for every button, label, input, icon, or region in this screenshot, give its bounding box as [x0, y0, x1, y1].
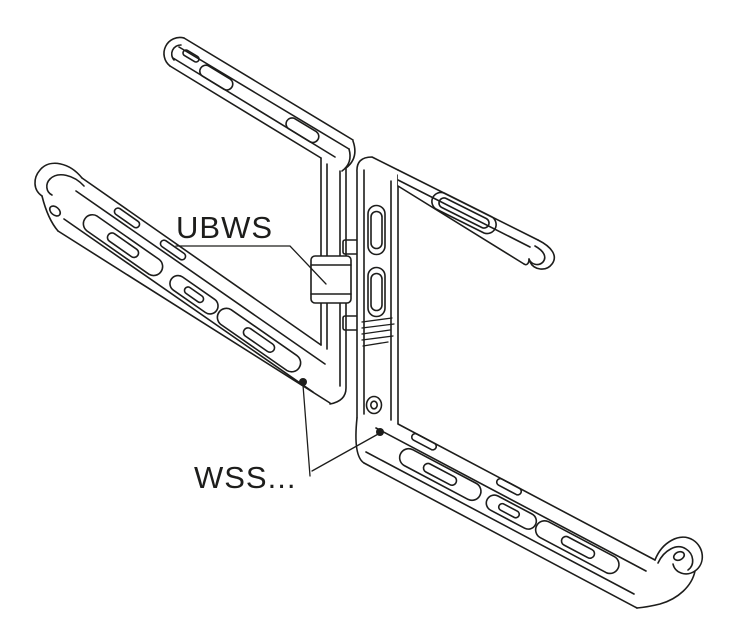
ubws-clamp	[310, 255, 352, 304]
end-face-edge	[41, 195, 59, 232]
bend-fold	[341, 148, 351, 172]
rolled-hook-end	[34, 162, 83, 197]
wss-leader-line	[311, 432, 381, 472]
web-slot	[216, 307, 302, 373]
stem-fill	[356, 157, 398, 424]
web-slot	[534, 520, 620, 575]
arm-bottom-edge	[57, 230, 331, 404]
bracket-right-stem	[356, 156, 399, 425]
web-slot-inner	[560, 535, 596, 559]
flange-slot	[113, 207, 141, 229]
marking-stroke	[361, 317, 393, 323]
bracket-right-long-arm	[355, 417, 704, 609]
web-slot-inner	[497, 502, 521, 519]
stem-hole	[365, 395, 383, 415]
web-slot-inner	[422, 462, 458, 486]
callout-wss: WSS...	[194, 378, 384, 495]
marking-stroke	[362, 341, 389, 347]
rolled-hook-inner	[657, 546, 694, 571]
hook-hole	[672, 550, 686, 562]
wss-leader-dot	[376, 428, 384, 436]
marking-stroke	[361, 335, 394, 341]
ubws-leader-line	[175, 245, 327, 285]
flange-slot	[495, 477, 523, 496]
arm-top-edge	[81, 177, 322, 346]
bracket-right-top-arm	[397, 169, 556, 270]
stem-slot-inner	[370, 272, 383, 312]
marking-stroke	[361, 323, 395, 329]
stem-hole-inner	[369, 400, 378, 410]
arm-fold-line	[63, 218, 314, 393]
wss-bracket-left	[34, 36, 356, 405]
web-slot	[199, 64, 234, 91]
arm-fold-line	[178, 46, 350, 150]
callout-ubws: UBWS	[175, 210, 327, 285]
stem-slot-inner	[370, 210, 383, 250]
stem-slot	[367, 204, 386, 256]
end-face-hole	[48, 205, 62, 217]
web-slot	[431, 191, 497, 235]
arm-bottom-edge	[397, 185, 525, 265]
arm-fold-line	[397, 179, 531, 248]
stem-left-edge	[356, 156, 399, 419]
arm-top-edge	[183, 37, 354, 141]
bracket-left-long-arm	[34, 162, 346, 404]
root-bend-edge	[355, 417, 365, 464]
rolled-hook-inner	[46, 174, 85, 196]
arm-bottom-edge	[169, 65, 322, 159]
ubws-label: UBWS	[176, 210, 273, 245]
web-slot	[82, 213, 164, 277]
arm-fold-line	[365, 451, 635, 595]
web-slot-inner	[183, 286, 205, 304]
bracket-left-top-arm	[163, 36, 354, 170]
stem-slot	[367, 266, 386, 318]
stamped-marking	[361, 317, 395, 347]
web-slot	[485, 494, 538, 530]
wss-bracket-right	[355, 156, 704, 609]
flange-slot	[410, 432, 438, 451]
web-slot-inner	[242, 327, 276, 354]
arm-fill	[163, 37, 353, 170]
arm-top-edge	[397, 423, 656, 561]
arm-fold-line	[375, 427, 647, 572]
wss-label: WSS...	[194, 460, 296, 495]
marking-stroke	[361, 329, 391, 335]
wss-leader-line	[302, 384, 311, 477]
web-slot-inner	[106, 232, 140, 259]
web-slot	[285, 117, 320, 144]
arm-bottom-edge	[363, 462, 638, 609]
cap-slot	[182, 49, 200, 63]
rolled-hook-end	[529, 239, 556, 270]
wss-leader-dot	[299, 378, 307, 386]
arm-fold-line	[75, 190, 326, 365]
arm-end-cap	[163, 36, 185, 67]
web-slot	[169, 274, 219, 315]
rolled-hook-end	[654, 536, 704, 575]
web-slot-inner	[438, 197, 490, 229]
end-face-edge	[523, 258, 530, 266]
web-slot	[398, 447, 482, 502]
clamp-body	[310, 255, 352, 304]
rolled-hook-inner	[528, 245, 546, 266]
flange-slot	[159, 239, 187, 261]
end-face-edge	[636, 570, 696, 609]
